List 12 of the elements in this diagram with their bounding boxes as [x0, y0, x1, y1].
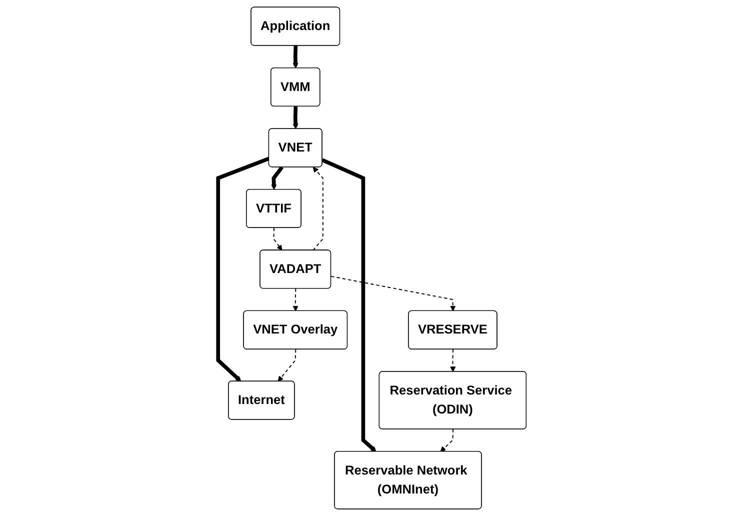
arrow — [216, 156, 270, 382]
arrow — [292, 288, 298, 312]
arrow — [330, 276, 456, 312]
arrow — [450, 348, 456, 372]
arrow — [321, 158, 376, 452]
arrow — [278, 348, 296, 382]
arrow — [292, 46, 298, 68]
arrow — [270, 166, 284, 190]
arrow — [440, 428, 454, 452]
arrow — [292, 106, 298, 130]
arrow — [312, 166, 324, 251]
arrow — [273, 227, 282, 251]
